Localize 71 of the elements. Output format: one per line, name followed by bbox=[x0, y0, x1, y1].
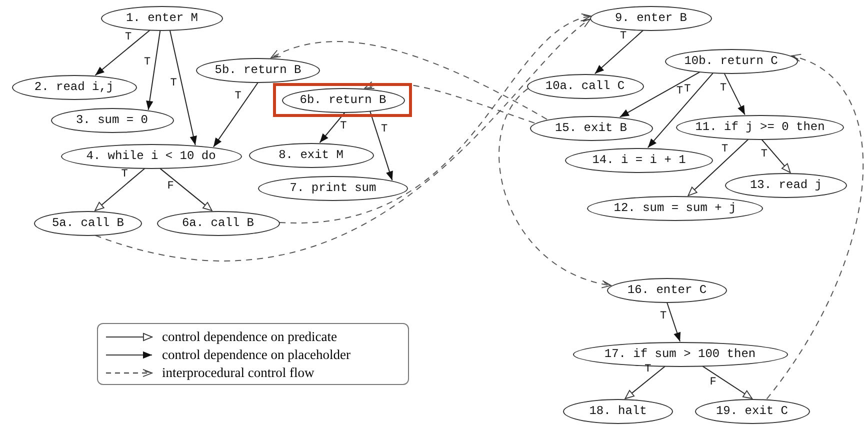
statement-text: 18. halt bbox=[589, 404, 647, 418]
edge-label: T bbox=[720, 84, 727, 95]
dashed-arrow bbox=[498, 88, 612, 288]
arrow bbox=[212, 82, 258, 148]
edge-label: T bbox=[340, 121, 347, 132]
dashed-arrow bbox=[270, 41, 548, 120]
statement-text: 10b. return C bbox=[684, 54, 778, 68]
statement-text: 10a. call C bbox=[545, 79, 625, 93]
statement-ellipse bbox=[565, 148, 713, 172]
statement-ellipse bbox=[258, 176, 408, 200]
arrow bbox=[624, 366, 666, 400]
statement-ellipse bbox=[526, 74, 644, 98]
edge-label: T bbox=[121, 170, 128, 180]
statement-ellipse bbox=[676, 114, 844, 140]
edge-label: T bbox=[381, 124, 388, 135]
statement-text: 8. exit M bbox=[278, 148, 344, 162]
arrow bbox=[146, 30, 161, 110]
edge-label: T bbox=[144, 57, 151, 68]
statement-text: 7. print sum bbox=[290, 181, 376, 195]
edge-label: T bbox=[684, 84, 691, 96]
arrow bbox=[160, 168, 212, 212]
edge-label: T bbox=[760, 149, 768, 160]
arrow bbox=[688, 138, 749, 196]
edge-label: F bbox=[167, 182, 174, 193]
edge-label: T bbox=[644, 364, 652, 376]
highlight-frame bbox=[273, 83, 412, 117]
arrow bbox=[702, 366, 752, 399]
edge-label: T bbox=[676, 86, 683, 98]
statement-text: 6b. return B bbox=[300, 93, 386, 107]
statement-text: 1. enter M bbox=[126, 11, 198, 25]
statement-text: 5b. return B bbox=[214, 63, 302, 77]
statement-text: 16. enter C bbox=[627, 283, 707, 297]
edge-label: T bbox=[660, 311, 667, 322]
statement-text: 2. read i,j bbox=[34, 80, 114, 94]
arrow bbox=[594, 30, 644, 74]
statement-text: 15. exit B bbox=[554, 121, 627, 135]
edge-label: T bbox=[234, 92, 242, 103]
legend-text: control dependence on predicate bbox=[162, 329, 338, 345]
edge-label: T bbox=[125, 32, 132, 44]
statement-text: 6a. call B bbox=[182, 216, 254, 230]
statement-ellipse bbox=[607, 278, 727, 302]
statement-text: 5a. call B bbox=[52, 216, 124, 230]
dashed-arrow bbox=[766, 55, 864, 400]
statement-text: 4. while i < 10 do bbox=[86, 149, 216, 163]
arrow bbox=[169, 30, 197, 146]
edge-label: T bbox=[170, 78, 177, 90]
arrow bbox=[370, 110, 393, 181]
statement-text: 17. if sum > 100 then bbox=[604, 347, 756, 361]
edge-label: T bbox=[721, 144, 728, 156]
arrow bbox=[647, 72, 714, 148]
statement-text: 14. i = i + 1 bbox=[592, 153, 686, 167]
statement-ellipse bbox=[664, 48, 798, 74]
statement-text: 19. exit C bbox=[716, 404, 788, 418]
statement-text: 13. read j bbox=[750, 178, 822, 192]
statement-text: 12. sum = sum + j bbox=[614, 201, 736, 215]
dashed-arrow bbox=[278, 15, 592, 223]
arrow bbox=[94, 30, 150, 76]
dashed-arrow bbox=[94, 18, 591, 262]
arrow bbox=[619, 72, 700, 118]
statement-text: 11. if j >= 0 then bbox=[695, 120, 825, 134]
arrow bbox=[761, 139, 791, 174]
edge-label: F bbox=[710, 377, 716, 388]
arrow bbox=[724, 72, 746, 116]
statement-text: 9. enter B bbox=[614, 11, 687, 25]
statement-text: 3. sum = 0 bbox=[76, 113, 148, 127]
edge-label: T bbox=[620, 32, 627, 43]
arrow bbox=[319, 112, 346, 144]
legend-text: interprocedural control flow bbox=[162, 365, 314, 381]
arrow bbox=[94, 168, 146, 212]
arrow bbox=[666, 302, 681, 342]
legend-text: control dependence on placeholder bbox=[162, 347, 351, 363]
